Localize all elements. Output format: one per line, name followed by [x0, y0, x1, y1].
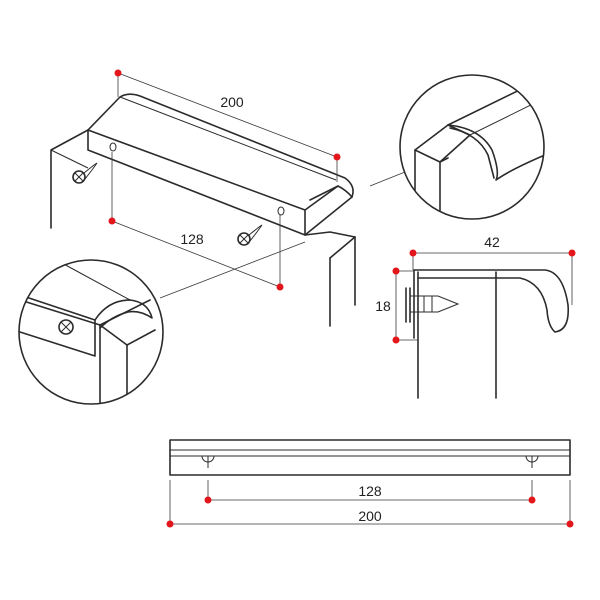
handle-body — [87, 93, 354, 236]
dimension-label-iso-hole-spacing: 128 — [180, 231, 204, 247]
screw-icon — [405, 287, 460, 323]
detail-callout-top — [399, 74, 545, 220]
screw-icon — [237, 224, 263, 246]
dimension-profile-height: 18 — [375, 267, 418, 344]
side-profile-view: 42 18 — [375, 234, 576, 399]
detail-callout-bottom — [18, 259, 164, 405]
cabinet-board — [50, 129, 356, 327]
dimension-label-iso-length: 200 — [220, 94, 244, 110]
dimension-label-profile-depth: 42 — [484, 234, 500, 250]
dimension-front-hole-spacing: 128 — [204, 480, 536, 504]
callout-leader-bottom — [159, 241, 306, 299]
dimension-iso-length: 200 — [114, 69, 341, 182]
screw-hole — [201, 455, 215, 468]
screw-hole — [109, 142, 117, 152]
dimension-label-profile-height: 18 — [375, 298, 391, 314]
dimension-label-front-length: 200 — [358, 508, 382, 524]
isometric-view: 200 128 — [50, 69, 406, 327]
dimension-profile-depth: 42 — [409, 234, 576, 305]
callout-leader-top — [369, 171, 406, 187]
dimension-front-length: 200 — [166, 480, 574, 528]
screw-icon — [72, 162, 98, 184]
dimension-label-front-hole-spacing: 128 — [358, 483, 382, 499]
dimension-iso-hole-spacing: 128 — [108, 152, 284, 291]
screw-hole — [277, 206, 285, 216]
front-view: 128 200 — [166, 439, 574, 528]
screw-hole — [525, 455, 539, 468]
screw-icon — [58, 319, 74, 335]
